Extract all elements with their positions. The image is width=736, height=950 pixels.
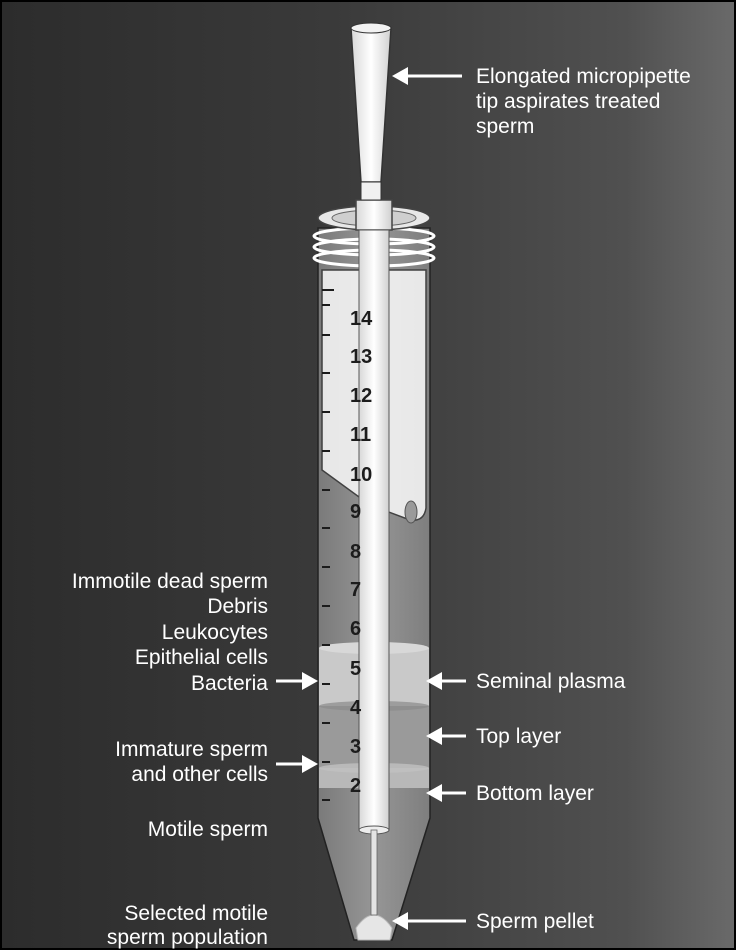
label-seminal-plasma: Seminal plasma — [476, 670, 626, 693]
scale-tick-label: 10 — [350, 464, 372, 486]
label-bottom-layer: Bottom layer — [476, 782, 594, 805]
scale-tick-label: 9 — [350, 501, 361, 523]
label-bacteria: Bacteria — [191, 672, 268, 695]
label-immature-line1: Immature sperm — [115, 738, 268, 761]
label-immotile-dead-sperm: Immotile dead sperm — [72, 570, 268, 593]
label-selected-line1: Selected motile — [124, 902, 268, 925]
scale-tick-label: 12 — [350, 385, 372, 407]
scale-tick-label: 4 — [350, 697, 362, 719]
label-epithelial-cells: Epithelial cells — [135, 646, 268, 669]
scale-tick-label: 7 — [350, 579, 361, 601]
label-micropipette-line3: sperm — [476, 115, 534, 138]
label-selected-line2: sperm population — [107, 926, 268, 949]
scale-tick-label: 11 — [350, 424, 371, 446]
scale-tick-label: 6 — [350, 618, 361, 640]
label-micropipette-line1: Elongated micropipette — [476, 65, 691, 88]
label-leukocytes: Leukocytes — [162, 621, 268, 644]
label-debris: Debris — [207, 595, 268, 618]
scale-tick-label: 13 — [350, 346, 372, 368]
scale-tick-label: 2 — [350, 775, 361, 797]
label-sperm-pellet: Sperm pellet — [476, 910, 594, 933]
label-micropipette-line2: tip aspirates treated — [476, 90, 660, 113]
scale-tick-label: 5 — [350, 658, 361, 680]
label-immature-line2: and other cells — [131, 763, 268, 786]
label-top-layer: Top layer — [476, 725, 561, 748]
label-motile-sperm: Motile sperm — [148, 818, 268, 841]
scale-tick-label: 3 — [350, 736, 361, 758]
scale-tick-label: 8 — [350, 541, 361, 563]
scale-tick-label: 14 — [350, 308, 373, 330]
